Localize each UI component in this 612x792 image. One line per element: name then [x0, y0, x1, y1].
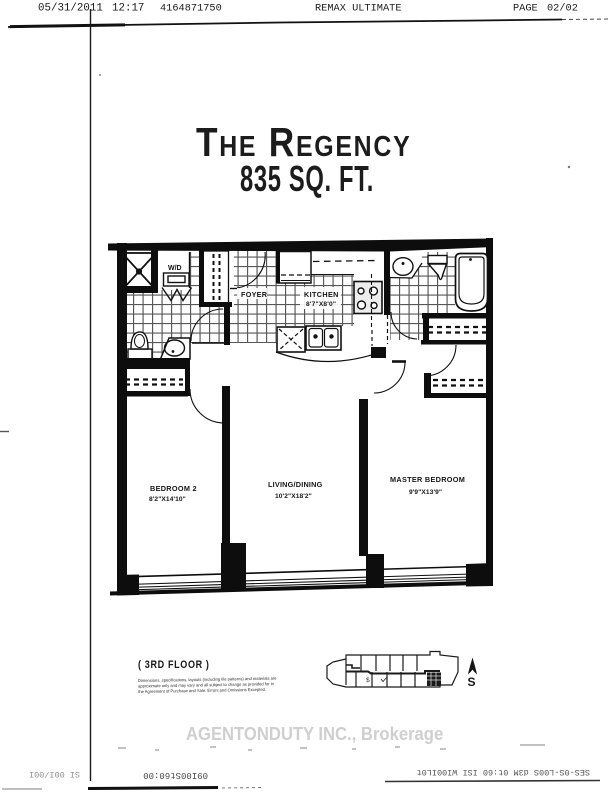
svg-text:Dimensions, specifications, la: Dimensions, specifications, layouts (inc…: [138, 676, 277, 683]
svg-text:S: S: [468, 675, 476, 689]
svg-text:W/D: W/D: [168, 265, 182, 272]
svg-text:MASTER BEDROOM: MASTER BEDROOM: [390, 475, 465, 484]
svg-text:05/31/2011: 05/31/2011: [38, 3, 103, 15]
svg-text:LIVING/DINING: LIVING/DINING: [268, 480, 323, 489]
svg-text:835 SQ. FT.: 835 SQ. FT.: [240, 159, 374, 199]
svg-text:( 3RD FLOOR ): ( 3RD FLOOR ): [138, 659, 210, 671]
svg-text:4164871750: 4164871750: [160, 3, 222, 15]
svg-text:SI 00I/00I: SI 00I/00I: [29, 769, 80, 779]
svg-text:PAGE: PAGE: [513, 3, 538, 15]
svg-text:AGENTONDUTY INC., Brokerage: AGENTONDUTY INC., Brokerage: [186, 723, 443, 744]
svg-text:$: $: [366, 677, 370, 684]
svg-text:12:17: 12:17: [112, 3, 144, 15]
svg-text:approximate only and may vary: approximate only and may vary and all su…: [138, 681, 275, 688]
svg-text:9'9"X13'9": 9'9"X13'9": [409, 489, 442, 496]
svg-text:8'2"X14'10": 8'2"X14'10": [149, 496, 186, 503]
svg-text:BEDROOM 2: BEDROOM 2: [150, 484, 197, 493]
svg-text:SES-0S-L00S d3M 0t:60 ISI WI00: SES-0S-L00S d3M 0t:60 ISI WI00IL0t: [417, 767, 590, 777]
svg-text:the Agreement of Purchase and: the Agreement of Purchase and Sale. Erro…: [138, 687, 266, 694]
svg-text:FOYER: FOYER: [241, 290, 268, 299]
svg-text:09I00St60:00: 09I00St60:00: [143, 770, 208, 780]
svg-text:KITCHEN: KITCHEN: [304, 290, 339, 299]
svg-text:REMAX ULTIMATE: REMAX ULTIMATE: [315, 3, 402, 15]
svg-text:10'2"X18'2": 10'2"X18'2": [275, 493, 312, 500]
svg-text:The Regency: The Regency: [196, 120, 411, 166]
svg-text:02/02: 02/02: [547, 3, 578, 15]
svg-text:8'7"X8'0": 8'7"X8'0": [306, 301, 336, 308]
